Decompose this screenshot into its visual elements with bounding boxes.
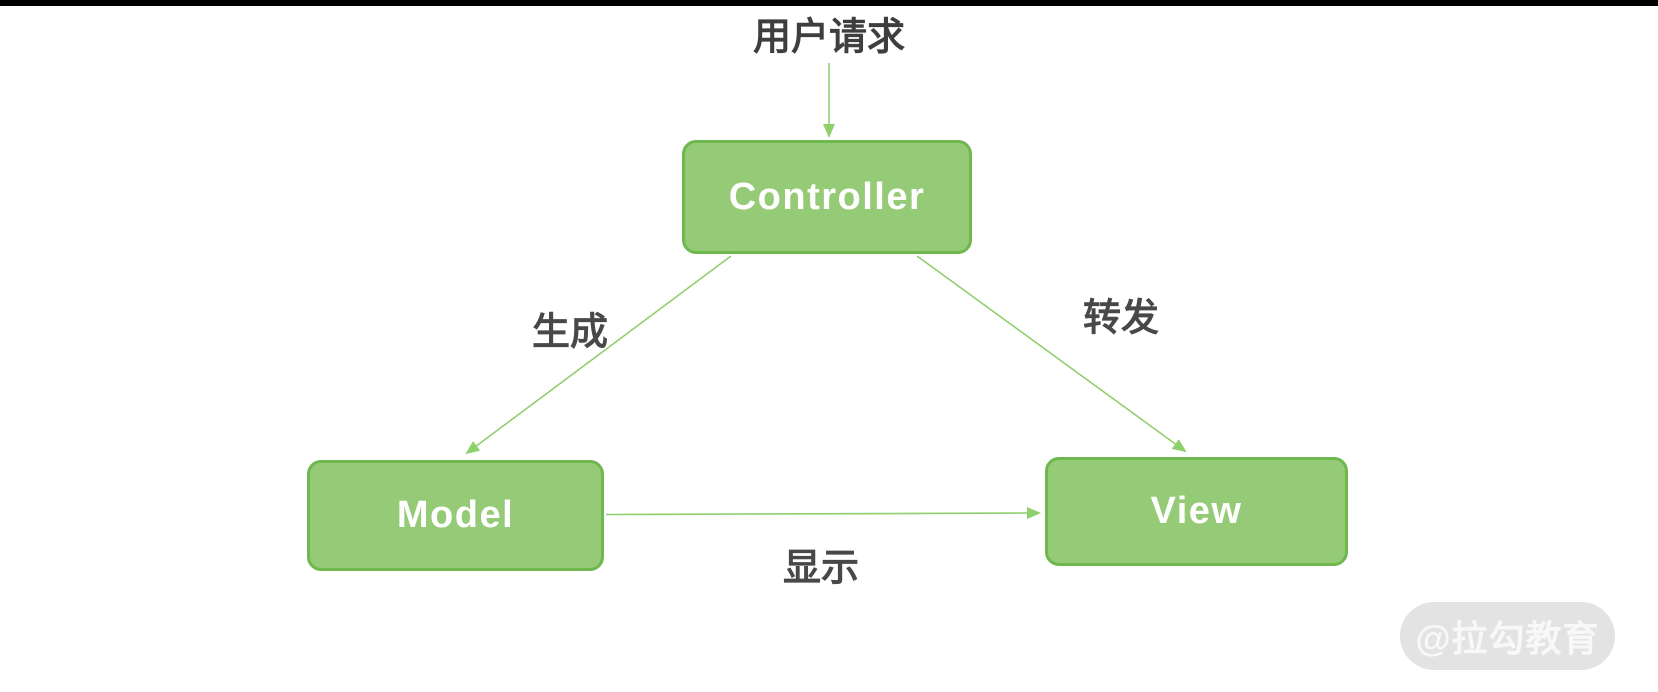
- node-controller: Controller: [682, 140, 972, 254]
- edge-controller-to-model: [465, 255, 732, 455]
- edge-model-to-view: [605, 507, 1041, 520]
- edge-label-generate: 生成: [531, 311, 609, 354]
- node-model-label: Model: [396, 494, 515, 536]
- edge-controller-to-view: [916, 255, 1187, 453]
- node-model: Model: [307, 460, 604, 571]
- watermark-badge: @拉勾教育: [1400, 602, 1615, 670]
- edge-label-display: 显示: [782, 547, 860, 590]
- node-controller-label: Controller: [728, 175, 926, 218]
- node-view: View: [1045, 457, 1348, 566]
- top-black-bar: [0, 0, 1658, 6]
- edge-label-forward: 转发: [1082, 297, 1160, 340]
- watermark-label: @拉勾教育: [1415, 618, 1600, 659]
- user-request-label: 用户请求: [752, 16, 906, 59]
- node-view-label: View: [1150, 490, 1243, 532]
